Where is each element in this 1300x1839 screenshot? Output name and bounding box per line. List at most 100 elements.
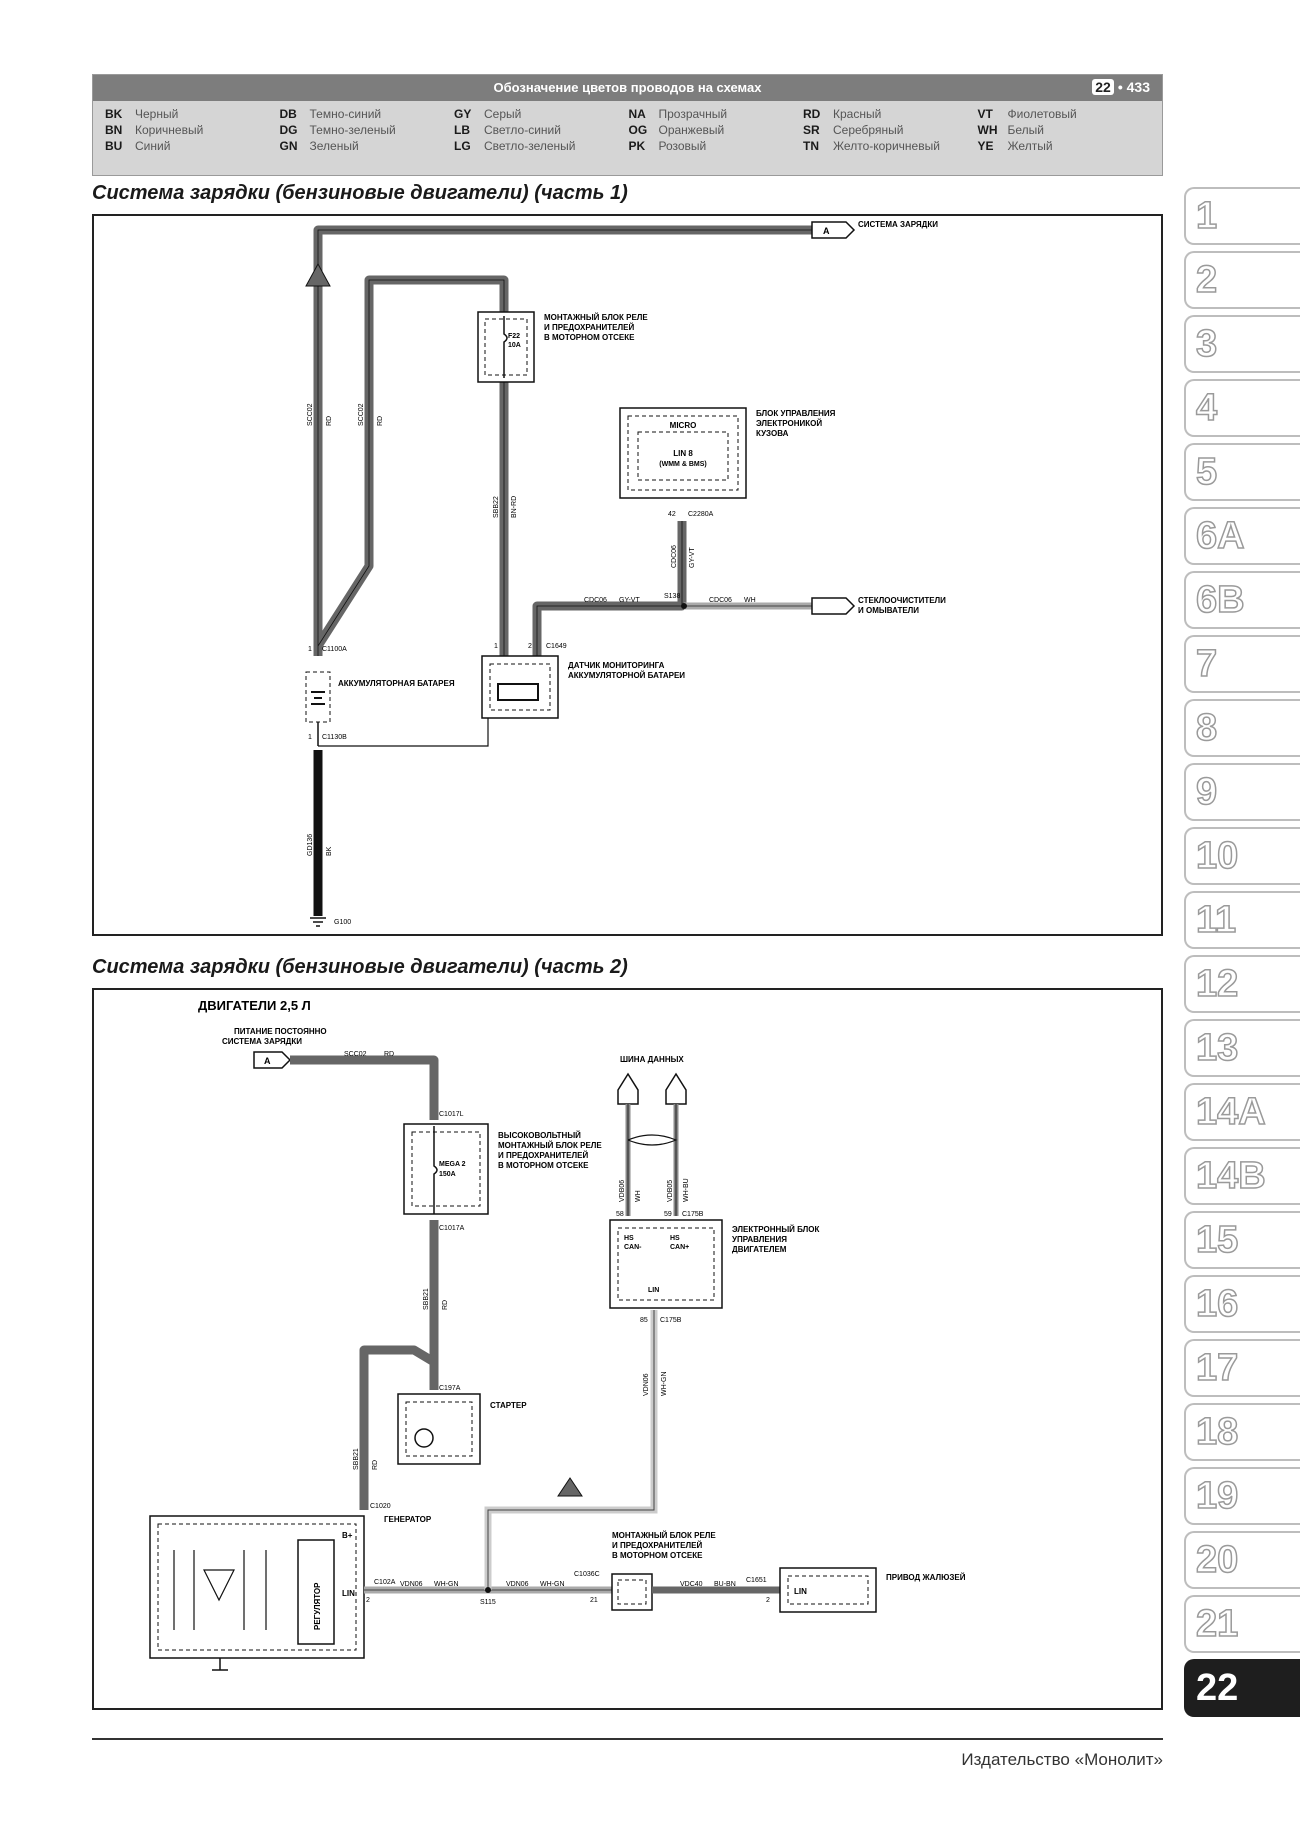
legend-entry: DG Темно-зеленый [280, 123, 455, 139]
chapter-tab-label: 8 [1195, 706, 1218, 750]
wire-ecu-color: WH-GN [661, 1372, 668, 1397]
legend-color-name: Темно-синий [309, 107, 382, 121]
c1017l-label: C1017L [439, 1111, 464, 1118]
chapter-tab-21[interactable]: 21 [1184, 1595, 1300, 1653]
chapter-tab-17[interactable]: 17 [1184, 1339, 1300, 1397]
footer-divider [92, 1738, 1163, 1740]
splice-s138 [681, 603, 687, 609]
wiper-label-2: И ОМЫВАТЕЛИ [858, 606, 919, 615]
wire-gen-code: SBB21 [353, 1448, 360, 1470]
c1020-label: C1020 [370, 1503, 391, 1510]
bcm-lin-1: LIN 8 [673, 449, 693, 458]
legend-code: OG [628, 123, 648, 137]
page-number-value: 433 [1126, 79, 1150, 95]
legend-code: RD [803, 107, 821, 121]
legend-color-name: Розовый [658, 139, 707, 153]
wire-can1-code: VDB06 [619, 1180, 626, 1202]
wire-h2-code: CDC06 [709, 597, 732, 604]
chapter-tab-11[interactable]: 11 [1184, 891, 1300, 949]
chapter-tab-5[interactable]: 5 [1184, 443, 1300, 501]
can-connector-1 [617, 1072, 639, 1105]
wire-ecu-code: VDN06 [643, 1373, 650, 1396]
sensor-icon [497, 683, 539, 701]
power-label-2: СИСТЕМА ЗАРЯДКИ [222, 1037, 302, 1046]
wire-fuse-color: BN-RD [511, 496, 518, 518]
bcm-label-3: КУЗОВА [756, 429, 789, 438]
power-label-1: ПИТАНИЕ ПОСТОЯННО [234, 1027, 327, 1036]
wire-sensor-bcm [532, 521, 687, 661]
chapter-tab-18[interactable]: 18 [1184, 1403, 1300, 1461]
chapter-tab-label: 14B [1195, 1154, 1266, 1198]
fuse-label-1: F22 [508, 333, 520, 340]
hs-plus-1: HS [670, 1235, 680, 1242]
chapter-tab-13[interactable]: 13 [1184, 1019, 1300, 1077]
legend-title: Обозначение цветов проводов на схемах [493, 80, 762, 95]
part2-diagram: ДВИГАТЕЛИ 2,5 Л ПИТАНИЕ ПОСТОЯННО СИСТЕМ… [149, 998, 966, 1671]
can-connector-2 [665, 1072, 687, 1105]
chapter-tab-4[interactable]: 4 [1184, 379, 1300, 437]
chapter-tab-15[interactable]: 15 [1184, 1211, 1300, 1269]
battery-label: АККУМУЛЯТОРНАЯ БАТАРЕЯ [338, 679, 455, 688]
chapter-tab-19[interactable]: 19 [1184, 1467, 1300, 1525]
legend-code: DG [279, 123, 298, 137]
shield-icon-2 [557, 1477, 583, 1497]
chapter-tab-22[interactable]: 22 [1184, 1659, 1300, 1717]
fusebox2-label-2: И ПРЕДОХРАНИТЕЛЕЙ [612, 1541, 702, 1550]
chapter-tab-9[interactable]: 9 [1184, 763, 1300, 821]
chapter-tab-3[interactable]: 3 [1184, 315, 1300, 373]
pin42: 42 [668, 511, 676, 518]
wire-gnd-code: GD136 [307, 834, 314, 856]
chapter-tab-6a[interactable]: 6A [1184, 507, 1300, 565]
wire-lin2-color: WH-GN [540, 1581, 565, 1588]
pin1-sensor: 1 [494, 643, 498, 650]
regulator-label: РЕГУЛЯТОР [313, 1582, 322, 1630]
wire-shutter-code: VDC40 [680, 1581, 703, 1588]
c2280a-label: C2280A [688, 511, 714, 518]
chapter-tab-12[interactable]: 12 [1184, 955, 1300, 1013]
legend-color-name: Фиолетовый [1007, 107, 1077, 121]
conn-a-label-2: A [264, 1056, 271, 1066]
wire-can2-code: VDB05 [667, 1180, 674, 1202]
wire-left1-color: RD [326, 416, 333, 426]
chapter-tab-20[interactable]: 20 [1184, 1531, 1300, 1589]
chapter-tab-label: 11 [1195, 898, 1237, 942]
gen-lin-label: LIN [342, 1589, 355, 1598]
fusebox-label-3: В МОТОРНОМ ОТСЕКЕ [544, 333, 635, 342]
chapter-tab-14a[interactable]: 14A [1184, 1083, 1300, 1141]
chapter-tab-10[interactable]: 10 [1184, 827, 1300, 885]
hv-label-3: И ПРЕДОХРАНИТЕЛЕЙ [498, 1151, 588, 1160]
wire-left1-code: SCC02 [307, 403, 314, 426]
legend-code: NA [628, 107, 646, 121]
legend-code: DB [279, 107, 297, 121]
legend-color-name: Прозрачный [658, 107, 728, 121]
fuse-icon [503, 316, 508, 378]
chapter-tab-1[interactable]: 1 [1184, 187, 1300, 245]
ecu-lin: LIN [648, 1287, 659, 1294]
chapter-tab-6b[interactable]: 6B [1184, 571, 1300, 629]
wire-gen-feed [359, 1345, 437, 1510]
wire-left2-color: RD [377, 416, 384, 426]
hs-minus-2: CAN- [624, 1244, 642, 1251]
chapter-tab-label: 1 [1195, 194, 1218, 238]
legend-header: Обозначение цветов проводов на схемах 22… [93, 75, 1162, 101]
b-plus-label: B+ [342, 1531, 353, 1540]
wire-fuse-code: SBB22 [493, 496, 500, 518]
bus-label: ШИНА ДАННЫХ [620, 1055, 684, 1064]
connector-a [811, 221, 856, 239]
legend-color-name: Темно-зеленый [309, 123, 396, 137]
starter-box [397, 1393, 481, 1465]
chapter-tab-2[interactable]: 2 [1184, 251, 1300, 309]
chapter-tab-16[interactable]: 16 [1184, 1275, 1300, 1333]
chapter-tab-14b[interactable]: 14B [1184, 1147, 1300, 1205]
chapter-tab-label: 16 [1195, 1282, 1239, 1326]
wire-gen-color: RD [372, 1460, 379, 1470]
chapter-tab-8[interactable]: 8 [1184, 699, 1300, 757]
bcm-box [619, 407, 747, 499]
wire-can2-color: WH-BU [683, 1178, 690, 1202]
chapter-tab-label: 4 [1195, 386, 1218, 430]
chapter-tab-7[interactable]: 7 [1184, 635, 1300, 693]
